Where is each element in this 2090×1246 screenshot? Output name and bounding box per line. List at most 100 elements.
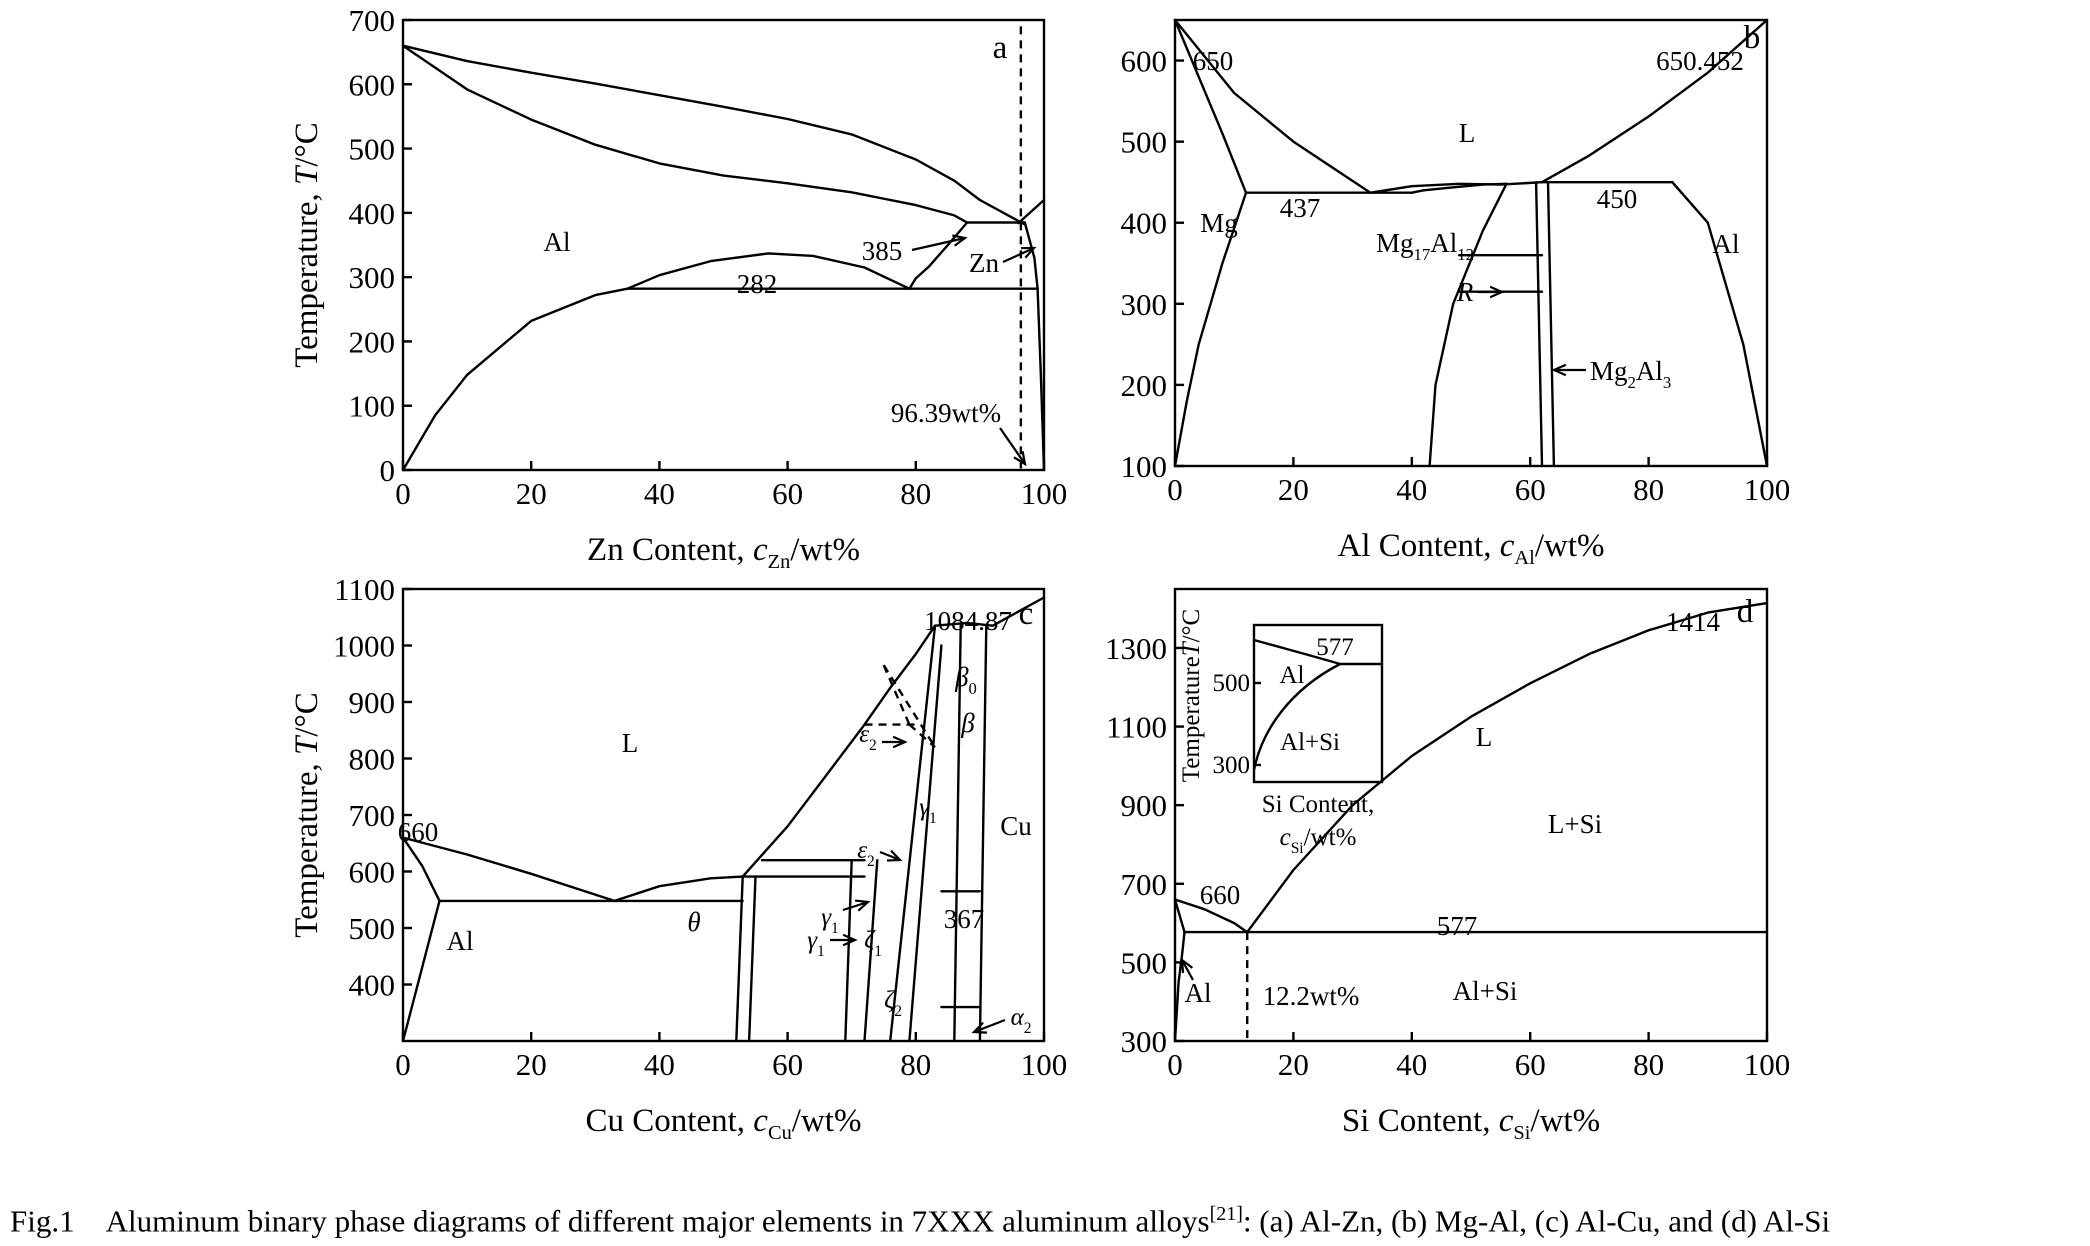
region-label-gamma1-b: γ1	[821, 904, 839, 937]
y-tick-label: 600	[349, 855, 396, 890]
region-label-mg2al3: Mg2Al3	[1590, 356, 1671, 392]
plot-frame	[1173, 18, 1769, 468]
y-axis-label: Temperature, T/°C	[289, 692, 325, 938]
arrow-385	[911, 234, 968, 252]
x-tick-label: 100	[1021, 476, 1068, 511]
y-tick-label: 100	[1121, 449, 1168, 484]
y-tick-label: 200	[349, 324, 396, 359]
phase-boundary-3	[626, 252, 911, 290]
arrow-epsilon2-lower	[879, 849, 903, 862]
inset-label-al-si: Al+Si	[1280, 729, 1340, 756]
phase-boundary-2	[741, 624, 937, 878]
x-axis-label: Al Content, cAl/wt%	[1337, 528, 1604, 569]
y-tick-label: 1100	[1106, 710, 1167, 745]
inset-y-tick-label: 500	[1213, 670, 1251, 697]
composition-label-96-39: 96.39wt%	[891, 398, 1001, 428]
y-tick-label: 500	[349, 132, 396, 167]
temp-label-450: 450	[1597, 184, 1638, 214]
phase-boundary-10	[1534, 180, 1544, 468]
phase-boundary-7	[735, 875, 744, 1043]
region-label-l-si: L+Si	[1548, 809, 1602, 839]
inset-label-577: 577	[1316, 634, 1354, 661]
y-tick-label: 500	[349, 911, 396, 946]
phase-boundary-4	[401, 287, 629, 472]
x-tick-label: 60	[1515, 472, 1546, 507]
temp-label-367: 367	[944, 904, 985, 934]
x-tick-label: 40	[1396, 472, 1427, 507]
region-label-cu: Cu	[1000, 811, 1032, 841]
y-tick-label: 700	[1121, 867, 1168, 902]
phase-boundary-1	[1245, 601, 1769, 934]
region-label-beta: β	[960, 708, 975, 738]
arrow-alpha2	[971, 1018, 1006, 1034]
y-tick-label: 500	[1121, 125, 1168, 160]
y-axis-label: Temperature, T/°C	[289, 122, 325, 368]
region-label-alpha2: α2	[1011, 1004, 1032, 1037]
x-tick-label: 100	[1744, 1047, 1791, 1082]
panel-letter-b: b	[1744, 20, 1761, 56]
arrow-gamma1-b	[842, 899, 871, 912]
phase-boundary-11	[1546, 180, 1556, 468]
inset-x-axis-label-line1: Si Content,	[1262, 791, 1375, 818]
panel-letter-a: a	[993, 30, 1008, 66]
arrow-epsilon2-upper	[882, 735, 908, 749]
x-tick-label: 0	[395, 476, 411, 511]
y-tick-label: 600	[1121, 44, 1168, 79]
arrow-gamma1-c	[830, 933, 858, 947]
phase-boundary-14	[908, 644, 943, 1043]
region-label-l: L	[1459, 118, 1476, 148]
plot-frame	[1173, 587, 1769, 1043]
y-tick-label: 500	[1121, 945, 1168, 980]
x-tick-label: 100	[1021, 1047, 1068, 1082]
arrow-mg2al3	[1551, 363, 1586, 377]
dashed-boundary-1	[882, 664, 911, 726]
arrow-96-39	[999, 427, 1027, 467]
y-tick-label: 600	[349, 67, 396, 102]
x-tick-label: 0	[1167, 1047, 1183, 1082]
y-tick-label: 1100	[334, 572, 395, 607]
region-label-gamma1-c: γ1	[807, 927, 825, 960]
x-tick-label: 20	[516, 1047, 547, 1082]
region-label-al: Al	[1185, 978, 1212, 1008]
phase-boundary-16	[978, 624, 988, 1043]
y-tick-label: 1000	[333, 629, 395, 664]
region-label-al: Al	[1713, 229, 1740, 259]
inset-frame	[1252, 623, 1384, 784]
phase-boundary-7	[1017, 198, 1046, 225]
region-label-epsilon2-upper: ε2	[859, 721, 877, 754]
x-tick-label: 60	[772, 1047, 803, 1082]
plot-frame	[401, 587, 1046, 1043]
phase-boundary-3	[1173, 898, 1186, 934]
dashed-boundary-2	[882, 664, 937, 748]
y-tick-label: 0	[380, 453, 396, 488]
plot-frame	[401, 18, 1046, 472]
y-tick-label: 900	[1121, 788, 1168, 823]
inset-solvus	[1252, 662, 1342, 772]
y-tick-label: 300	[349, 260, 396, 295]
figure-caption: Fig.1 Aluminum binary phase diagrams of …	[10, 1203, 1830, 1239]
y-tick-label: 900	[349, 685, 396, 720]
temp-label-577: 577	[1437, 911, 1478, 941]
arrow-al	[1180, 957, 1194, 981]
phase-boundary-13	[889, 624, 937, 1043]
phase-boundary-12	[863, 859, 879, 1043]
region-label-beta0: β0	[954, 662, 977, 698]
phase-boundary-1	[401, 44, 969, 224]
panel-letter-c: c	[1019, 596, 1034, 632]
phase-boundary-2	[1540, 18, 1769, 184]
composition-label-12-2: 12.2wt%	[1263, 981, 1360, 1011]
region-label-mg17al12: Mg17Al12	[1376, 228, 1474, 264]
temp-label-437: 437	[1280, 193, 1321, 223]
x-tick-label: 80	[1633, 1047, 1664, 1082]
region-label-al: Al	[544, 227, 571, 257]
y-tick-label: 800	[349, 742, 396, 777]
phase-boundary-3	[933, 596, 1046, 627]
y-tick-label: 400	[349, 196, 396, 231]
phase-boundary-8	[747, 875, 757, 1043]
phase-boundary-4	[1173, 930, 1186, 1043]
phase-boundary-9	[1671, 180, 1769, 468]
y-tick-label: 300	[1121, 1024, 1168, 1059]
